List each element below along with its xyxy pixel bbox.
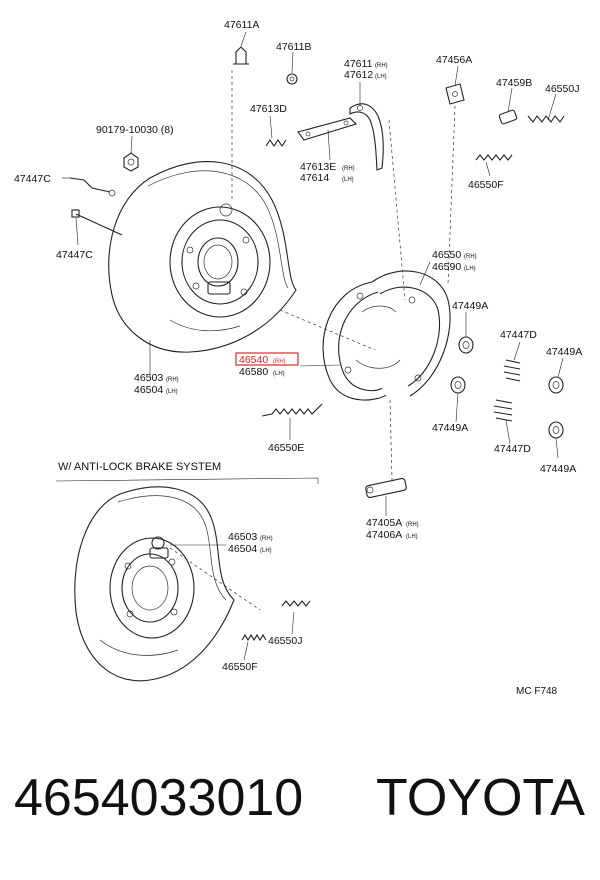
label-47614: 47614	[300, 172, 329, 184]
section-bracket	[55, 477, 319, 484]
label-46590: 46590	[432, 261, 461, 273]
spring-47447D-2	[493, 399, 513, 422]
spring-47613D	[265, 139, 287, 147]
label-47449A-4: 47449A	[540, 463, 576, 475]
label-46540: 46540	[239, 354, 268, 366]
label-46550J-bottom: 46550J	[268, 635, 302, 647]
label-47447C-a: 47447C	[14, 173, 51, 185]
label-46550: 46550	[432, 249, 461, 261]
label-46503-bottom: 46503	[228, 531, 257, 543]
label-47612-lh: (LH)	[375, 74, 387, 80]
wheel-cylinder-47405A	[365, 477, 407, 499]
label-47611A: 47611A	[224, 19, 259, 31]
label-47611: 47611	[344, 58, 373, 70]
cup-47449A-4	[548, 421, 564, 439]
backing-plate-abs	[74, 486, 235, 682]
label-47449A-1: 47449A	[452, 300, 488, 312]
cup-47449A-1	[458, 336, 474, 354]
label-46503-bottom-rh: (RH)	[260, 536, 273, 542]
label-47611B: 47611B	[276, 41, 311, 53]
figure-code: MC F748	[516, 686, 558, 697]
label-47406A-lh: (LH)	[406, 534, 418, 540]
label-47447D-2: 47447D	[494, 443, 531, 455]
label-46590-lh: (LH)	[464, 266, 476, 272]
nut-90179	[123, 152, 139, 172]
label-46550E: 46550E	[268, 442, 304, 454]
label-47456A: 47456A	[436, 54, 472, 66]
footer-part-number: 4654033010	[14, 769, 304, 827]
cup-47449A-3	[450, 376, 466, 394]
brake-shoe-assembly	[322, 270, 451, 401]
spring-46550J-bottom	[281, 600, 311, 607]
label-47449A-2: 47449A	[546, 346, 582, 358]
bolt-47447C-b	[71, 209, 123, 236]
footer-brand: TOYOTA	[376, 769, 585, 827]
cup-47449A-2	[548, 376, 564, 394]
label-47459B: 47459B	[496, 77, 532, 89]
label-46550F-top: 46550F	[468, 179, 504, 191]
label-46580-lh: (LH)	[273, 371, 285, 377]
label-47447C-b: 47447C	[56, 249, 93, 261]
label-47614-lh: (LH)	[342, 177, 354, 183]
label-47405A-rh: (RH)	[406, 522, 419, 528]
spring-46550F-top	[475, 154, 513, 161]
label-47611-rh: (RH)	[375, 63, 388, 69]
label-47405A: 47405A	[366, 517, 402, 529]
label-47613D: 47613D	[250, 103, 287, 115]
spring-47447D-1	[503, 359, 521, 382]
bolt-47447C-a	[69, 177, 116, 197]
label-47613E: 47613E	[300, 161, 336, 173]
label-46504-bottom-lh: (LH)	[260, 548, 272, 554]
backing-plate-top	[108, 161, 297, 353]
label-46550J-top: 46550J	[545, 83, 579, 95]
label-47406A: 47406A	[366, 529, 402, 541]
label-46540-rh: (RH)	[273, 359, 286, 365]
highlight-46540	[235, 352, 299, 366]
lever-47611	[349, 103, 384, 171]
label-46503-top: 46503	[134, 372, 163, 384]
label-47447D-1: 47447D	[500, 329, 537, 341]
label-46550-rh: (RH)	[464, 254, 477, 260]
spring-46550F-bottom	[241, 633, 267, 642]
label-90179: 90179-10030 (8)	[96, 124, 174, 136]
label-46580: 46580	[239, 366, 268, 378]
label-46550F-bottom: 46550F	[222, 661, 258, 673]
label-47449A-3: 47449A	[432, 422, 468, 434]
label-46504-top-lh: (LH)	[166, 389, 178, 395]
strut-47613E	[297, 117, 358, 141]
adjuster-47459B	[498, 109, 518, 125]
anchor-47456A	[445, 83, 465, 105]
spring-46550J-top	[527, 115, 565, 123]
label-46504-bottom: 46504	[228, 543, 257, 555]
section-heading-abs: W/ ANTI-LOCK BRAKE SYSTEM	[58, 461, 221, 473]
label-47612: 47612	[344, 69, 373, 81]
label-47613E-rh: (RH)	[342, 166, 355, 172]
cup-47611B	[286, 73, 298, 85]
spring-46550E	[261, 403, 323, 417]
label-46503-top-rh: (RH)	[166, 377, 179, 383]
clip-47611A	[233, 46, 249, 65]
label-46504-top: 46504	[134, 384, 163, 396]
